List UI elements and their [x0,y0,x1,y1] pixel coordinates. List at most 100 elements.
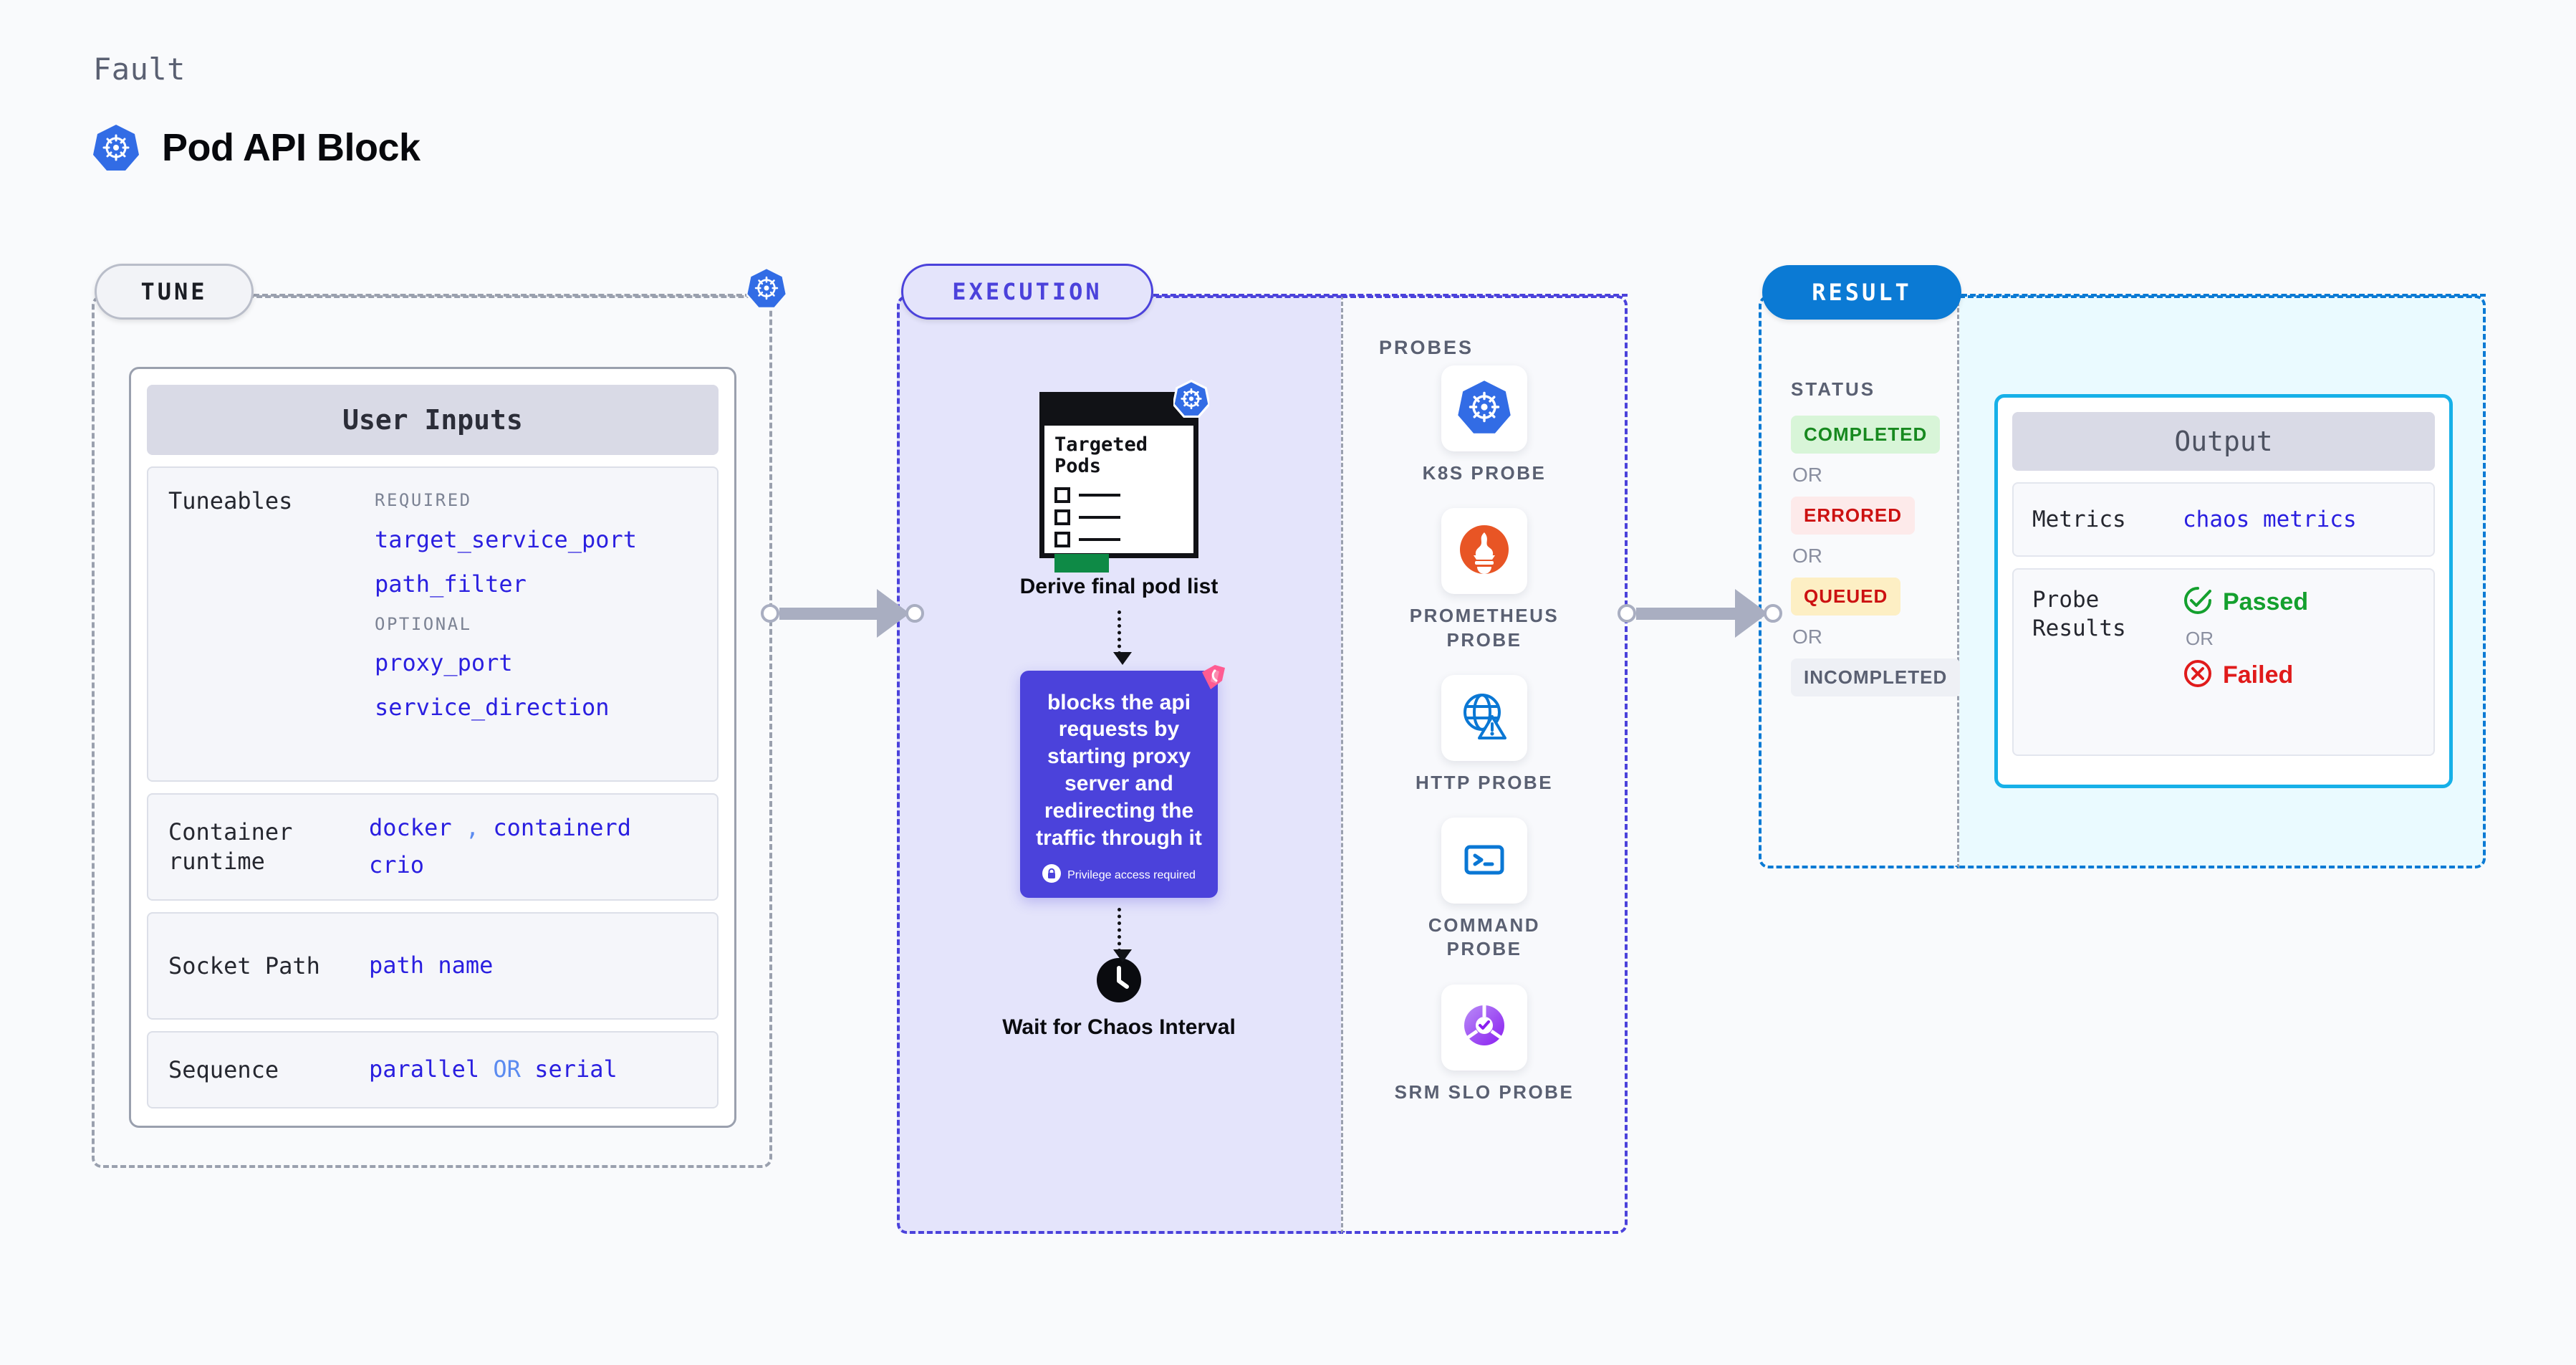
globe-warning-icon [1458,689,1511,746]
litmus-icon [1198,662,1228,696]
result-badge-connector [1961,294,2486,297]
connector-node [1618,604,1636,623]
prometheus-icon [1458,523,1511,580]
flow-arrow-icon [1112,908,1132,963]
probe-command[interactable]: COMMAND PROBE [1391,818,1577,962]
probes-list: K8S PROBE PROMETHEUS PROBE [1341,365,1628,1104]
check-circle-icon [2183,585,2213,619]
connector-node [1764,604,1782,623]
required-heading: REQUIRED [375,490,472,510]
tune-badge[interactable]: TUNE [95,264,254,320]
list-item [1054,487,1193,504]
tune-to-execution-connector [761,589,924,638]
passed-label: Passed [2223,588,2309,616]
tune-badge-connector [254,294,759,297]
srm-slo-icon [1458,999,1511,1055]
kubernetes-icon [1458,379,1511,439]
container-runtime-label: Container runtime [168,818,293,875]
container-runtime-row: Container runtime docker , containerd cr… [147,793,719,901]
terminal-icon [1458,833,1511,889]
list-item [1054,509,1193,526]
fault-eyebrow: Fault [93,52,186,87]
probe-label: SRM SLO PROBE [1394,1081,1575,1103]
checkbox-icon [1054,487,1070,504]
metrics-label: Metrics [2032,506,2126,532]
user-inputs-card: User Inputs Tuneables REQUIRED target_se… [129,367,736,1128]
sequence-label: Sequence [168,1055,279,1083]
runtime-separator: , [465,814,480,842]
probes-region [1341,295,1628,1234]
probes-title: PROBES [1379,337,1474,358]
derive-pod-list-label: Derive final pod list [1019,575,1219,598]
execution-flow: Targeted Pods Derive final pod list [897,295,1341,1234]
flow-arrow-icon [1112,610,1132,665]
tuneable-item[interactable]: proxy_port [375,649,513,677]
probe-http[interactable]: HTTP PROBE [1391,674,1577,795]
tuneable-item[interactable]: path_filter [375,570,527,598]
tuneables-label: Tuneables [168,487,293,514]
metrics-value[interactable]: chaos metrics [2183,507,2357,532]
tuneable-item[interactable]: target_service_port [375,525,638,553]
privilege-note: Privilege access required [1042,864,1196,886]
wait-for-chaos-label: Wait for Chaos Interval [1002,1015,1236,1040]
page-title: Pod API Block [162,126,420,169]
probe-label: COMMAND PROBE [1428,914,1541,960]
x-circle-icon [2183,658,2213,692]
clock-icon [1097,958,1141,1006]
connector-node [905,604,924,623]
probe-srm-slo[interactable]: SRM SLO PROBE [1391,984,1577,1104]
kubernetes-icon [93,123,139,172]
status-or: OR [1792,464,1822,486]
metrics-row: Metrics chaos metrics [2012,482,2435,557]
placeholder-line [1079,494,1120,497]
result-badge[interactable]: RESULT [1762,265,1961,320]
pod-checkbox-list [1054,487,1193,548]
failed-label: Failed [2223,661,2294,689]
tuneable-item[interactable]: service_direction [375,694,610,722]
card-titlebar [1044,397,1193,426]
probe-tile [1441,984,1527,1071]
socket-path-label: Socket Path [168,952,320,980]
sequence-row: Sequence parallel OR serial [147,1031,719,1108]
placeholder-line [1079,538,1120,542]
probe-prometheus[interactable]: PROMETHEUS PROBE [1391,508,1577,652]
arrow-head-icon [1735,589,1768,638]
probe-results-values: Passed OR Failed [2183,585,2308,692]
runtime-containerd[interactable]: containerd [493,814,632,842]
status-badge: QUEUED [1791,578,1901,616]
sequence-serial[interactable]: serial [534,1055,617,1083]
status-list: COMPLETED OR ERRORED OR QUEUED OR INCOMP… [1791,416,1970,696]
action-card: blocks the api requests by starting prox… [1020,664,1225,899]
probe-results-row: Probe Results Passed OR [2012,568,2435,756]
runtime-crio[interactable]: crio [369,851,425,878]
connector-node [761,604,779,623]
connector-shaft [1636,607,1736,620]
output-title: Output [2012,412,2435,471]
probe-result-or: OR [2186,628,2214,649]
probe-tile [1441,818,1527,904]
status-or: OR [1792,545,1822,567]
runtime-docker[interactable]: docker [369,814,452,842]
sequence-parallel[interactable]: parallel [369,1055,480,1083]
socket-path-value[interactable]: path name [369,952,494,980]
progress-bar [1054,554,1109,573]
probe-tile [1441,674,1527,761]
checkbox-icon [1054,532,1070,548]
probe-label: K8S PROBE [1422,462,1547,484]
connector-shaft [779,607,878,620]
kubernetes-icon [1172,379,1211,421]
sequence-values: parallel OR serial [369,1051,697,1088]
checkbox-icon [1054,509,1070,526]
status-title: STATUS [1791,378,1876,400]
placeholder-line [1079,516,1120,519]
probe-k8s[interactable]: K8S PROBE [1391,365,1577,485]
execution-badge[interactable]: EXECUTION [901,264,1153,320]
sequence-or: OR [493,1055,521,1083]
status-badge: INCOMPLETED [1791,658,1961,696]
lock-icon [1042,864,1062,886]
output-card: Output Metrics chaos metrics Probe Resul… [1994,394,2453,788]
fault-title-row: Pod API Block [93,123,420,172]
probe-label: PROMETHEUS PROBE [1409,605,1559,651]
probe-passed: Passed [2183,585,2308,619]
